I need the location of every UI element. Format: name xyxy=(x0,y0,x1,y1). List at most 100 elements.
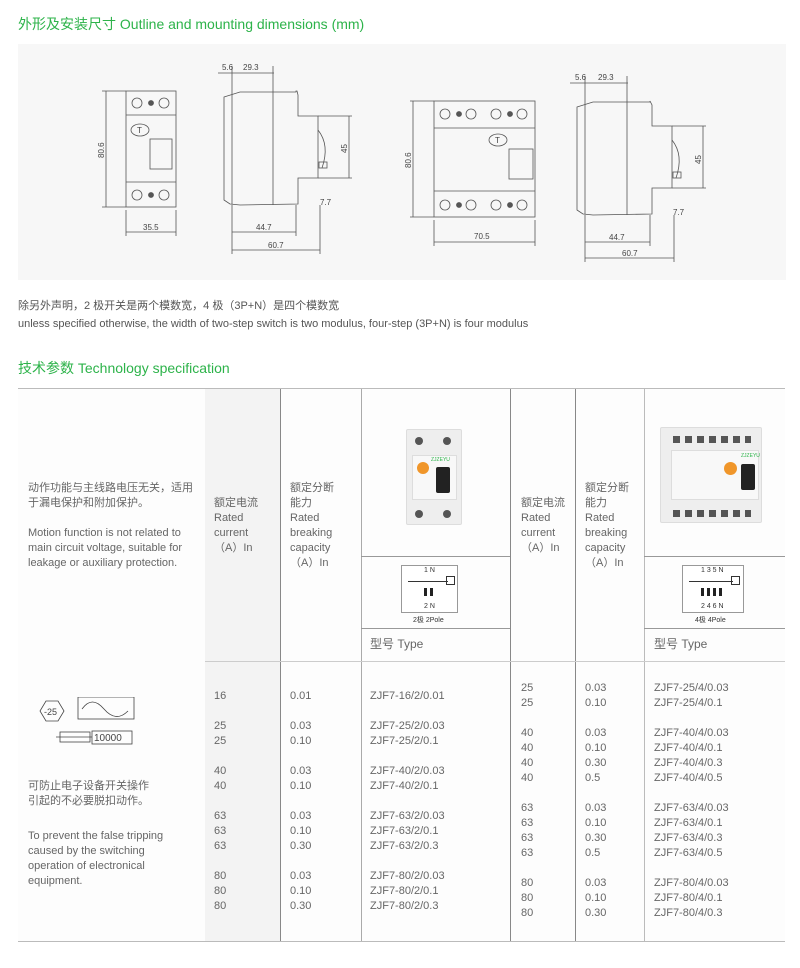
table-cell: 63 xyxy=(521,847,534,859)
table-cell: 40 xyxy=(521,727,534,739)
table-cell: ZJF7-25/2/0.1 xyxy=(370,735,439,747)
table-cell: ZJF7-80/4/0.03 xyxy=(654,877,729,889)
row-group: 0.03 0.10 xyxy=(290,719,311,749)
table-cell: ZJF7-63/4/0.5 xyxy=(654,847,723,859)
table-cell: 63 xyxy=(521,832,534,844)
table-cell: 80 xyxy=(521,877,534,889)
four-pole-wiring-diagram: 1 3 5 N 2 4 6 N xyxy=(682,565,744,613)
note-cn: 除另外声明，2 极开关是两个模数宽，4 极（3P+N）是四个模数宽 xyxy=(18,300,340,312)
row-group: 0.01 xyxy=(290,689,311,704)
spec-title: 技术参数 Technology specification xyxy=(18,360,230,376)
description-en: Motion function is not related to main c… xyxy=(28,527,183,569)
table-cell: ZJF7-40/4/0.5 xyxy=(654,772,723,784)
dim-depth-a: 44.7 xyxy=(609,233,625,242)
dimension-drawings-svg: T 80.6 35.5 5.6 29.3 45 7.7 44.7 60.7 T … xyxy=(97,63,706,262)
outline-title: 外形及安装尺寸 Outline and mounting dimensions … xyxy=(18,16,365,32)
table-cell: 0.10 xyxy=(585,892,607,904)
row-group: ZJF7-16/2/0.01 xyxy=(370,689,445,704)
table-cell: 80 xyxy=(521,907,534,919)
table-cell: 63 xyxy=(521,817,534,829)
dim-side-a: 5.6 xyxy=(575,73,587,82)
table-cell: 0.30 xyxy=(290,840,312,852)
table-cell: ZJF7-25/4/0.1 xyxy=(654,697,723,709)
temperature-icon xyxy=(39,700,65,722)
table-cell: ZJF7-63/2/0.1 xyxy=(370,825,439,837)
brand-label: ZJZEYU xyxy=(741,453,760,459)
dim-side-b: 29.3 xyxy=(598,73,614,82)
row-group: 16 xyxy=(214,689,226,704)
two-pole-product-image: ZJZEYU xyxy=(406,429,462,525)
type-header-2p: 型号 Type xyxy=(370,637,424,651)
note-en: unless specified otherwise, the width of… xyxy=(18,318,529,330)
rated-current-column-bg xyxy=(205,389,280,941)
prevent-cn: 可防止电子设备开关操作引起的不必要脱扣动作。 xyxy=(28,780,149,807)
four-pole-caption: 4极 4Pole xyxy=(695,617,726,624)
table-cell: ZJF7-40/4/0.3 xyxy=(654,757,723,769)
table-cell: 80 xyxy=(521,892,534,904)
table-cell: 0.03 xyxy=(290,810,312,822)
table-cell: ZJF7-80/4/0.3 xyxy=(654,907,723,919)
table-cell: 0.10 xyxy=(290,735,312,747)
four-pole-front-view: T 80.6 70.5 xyxy=(404,100,536,246)
table-cell: ZJF7-80/4/0.1 xyxy=(654,892,723,904)
table-cell: 0.10 xyxy=(290,780,312,792)
table-cell: 25 xyxy=(521,682,534,694)
table-cell: 0.03 xyxy=(290,720,312,732)
row-group: 80 80 80 xyxy=(521,876,533,921)
table-cell: ZJF7-40/2/0.1 xyxy=(370,780,439,792)
prevent-en: To prevent the false tripping caused by … xyxy=(28,830,164,887)
outline-drawings: T 80.6 35.5 5.6 29.3 45 7.7 44.7 60.7 T … xyxy=(18,44,786,280)
description-cn: 动作功能与主线路电压无关，适用于漏电保护和附加保护。 xyxy=(28,482,193,509)
table-cell: 0.5 xyxy=(585,847,601,859)
test-button-label: T xyxy=(137,126,142,135)
table-cell: ZJF7-63/4/0.3 xyxy=(654,832,723,844)
spec-table: 动作功能与主线路电压无关，适用于漏电保护和附加保护。 Motion functi… xyxy=(18,388,785,942)
dim-height: 80.6 xyxy=(404,152,413,168)
dim-side-b: 29.3 xyxy=(243,63,259,72)
table-cell: 0.30 xyxy=(585,832,607,844)
table-cell: 0.03 xyxy=(585,682,607,694)
type-header-4p: 型号 Type xyxy=(654,637,708,651)
dim-clip: 7.7 xyxy=(673,208,685,217)
row-group: 0.03 0.10 xyxy=(585,681,606,711)
two-pole-front-view: T 80.6 35.5 xyxy=(97,90,177,236)
table-cell: 0.03 xyxy=(585,727,607,739)
table-cell: 0.03 xyxy=(290,870,312,882)
table-cell: ZJF7-40/4/0.1 xyxy=(654,742,723,754)
table-cell: ZJF7-25/4/0.03 xyxy=(654,682,729,694)
brand-label: ZJZEYU xyxy=(431,457,450,463)
table-cell: 0.10 xyxy=(585,697,607,709)
two-pole-side-view: 5.6 29.3 45 7.7 44.7 60.7 xyxy=(218,63,352,254)
two-pole-caption: 2极 2Pole xyxy=(413,617,444,624)
table-cell: 40 xyxy=(214,780,227,792)
temperature-label: -25 xyxy=(44,707,57,717)
table-cell: 80 xyxy=(214,885,227,897)
table-cell: 40 xyxy=(521,742,534,754)
table-cell: 0.30 xyxy=(585,907,607,919)
table-cell: ZJF7-25/2/0.03 xyxy=(370,720,445,732)
table-cell: 16 xyxy=(214,690,227,702)
table-cell: 0.10 xyxy=(585,742,607,754)
dim-depth-b: 60.7 xyxy=(622,249,638,258)
table-cell: 80 xyxy=(214,870,227,882)
test-button-label: T xyxy=(495,136,500,145)
